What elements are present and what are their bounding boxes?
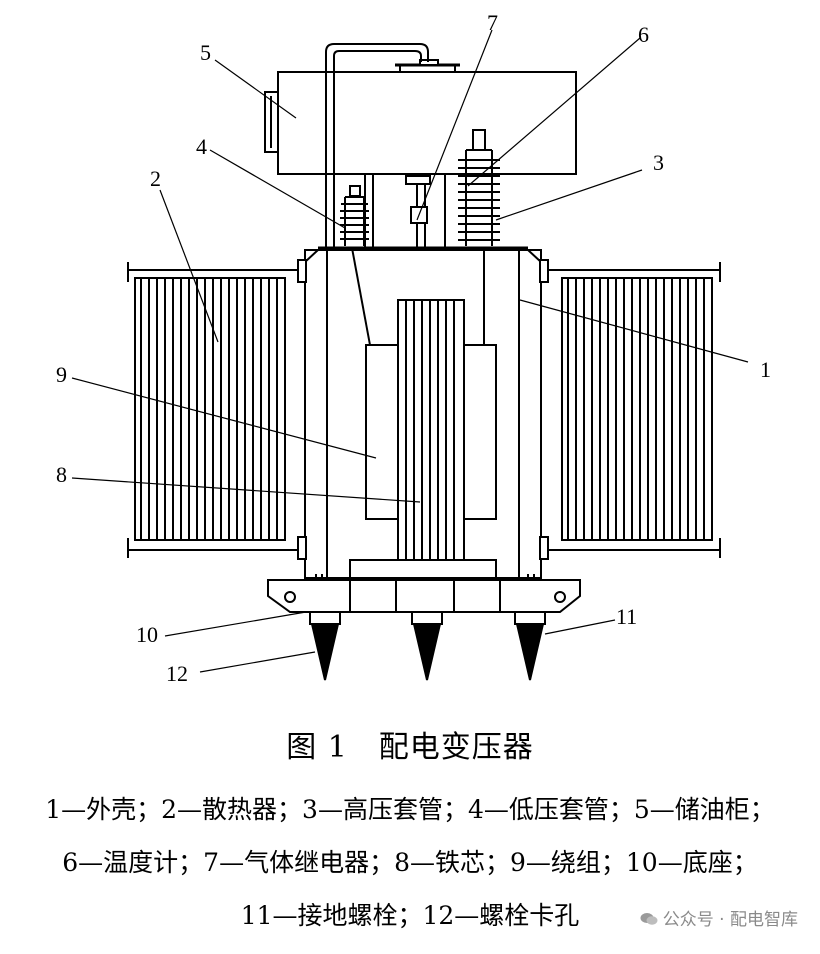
watermark-text: 公众号 · 配电智库 (662, 910, 798, 930)
label-conservator: 5 (200, 40, 211, 65)
wechat-icon (640, 911, 658, 925)
legend-line-2: 6—温度计；7—气体继电器；8—铁芯；9—绕组；10—底座； (62, 848, 758, 877)
lv-bushing (340, 185, 369, 246)
label-base: 10 (136, 622, 158, 647)
transformer-diagram: 1 2 3 4 5 6 7 8 9 10 11 12 (56, 10, 771, 686)
gas-relay (405, 174, 431, 248)
label-hv-bushing: 3 (653, 150, 664, 175)
label-bolt-clamp: 12 (166, 661, 188, 686)
bolt-feet (309, 611, 546, 681)
winding (365, 344, 497, 520)
label-grounding-bolt: 11 (616, 604, 637, 629)
conservator-tank (264, 43, 577, 248)
label-winding: 9 (56, 362, 67, 387)
figure-caption-title: 图 1 配电变压器 (286, 730, 534, 765)
label-iron-core: 8 (56, 462, 67, 487)
radiator-left (127, 259, 307, 560)
label-thermometer: 6 (638, 22, 649, 47)
iron-core (397, 299, 465, 563)
radiator-right (539, 259, 721, 560)
leader-lines (71, 29, 749, 673)
label-lv-bushing: 4 (196, 134, 207, 159)
legend-line-3: 11—接地螺栓；12—螺栓卡孔 (240, 901, 580, 930)
label-outer-shell: 1 (760, 357, 771, 382)
label-gas-relay: 7 (487, 10, 498, 35)
label-radiator: 2 (150, 166, 161, 191)
watermark: 公众号 · 配电智库 (640, 905, 798, 930)
base-frame (267, 574, 581, 613)
legend-line-1: 1—外壳；2—散热器；3—高压套管；4—低压套管；5—储油柜； (45, 795, 775, 824)
